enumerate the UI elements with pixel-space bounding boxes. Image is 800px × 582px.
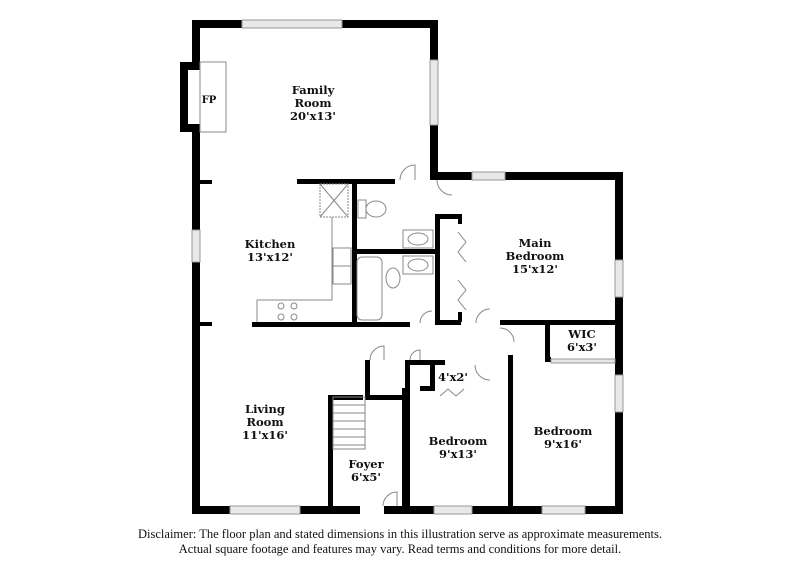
foyer-label: Foyer 6'x5' (348, 457, 384, 484)
kitchen-label: Kitchen 13'x12' (244, 237, 296, 264)
fireplace-label: FP (201, 95, 217, 106)
windows (191, 19, 624, 515)
closet-label: 4'x2' (438, 370, 468, 384)
wic-label: WIC 6'x3' (567, 327, 597, 354)
fireplace-hearth (199, 61, 227, 133)
family-room-label: Family Room 20'x13' (290, 83, 336, 123)
disclaimer-line-2: Actual square footage and features may v… (178, 542, 622, 556)
living-room-label: Living Room 11'x16' (242, 402, 288, 442)
interior-walls (200, 179, 620, 510)
main-bedroom-label: Main Bedroom 15'x12' (505, 236, 565, 276)
bedroom-3-label: Bedroom 9'x16' (533, 424, 593, 451)
bedroom-2-label: Bedroom 9'x13' (428, 434, 488, 461)
disclaimer-line-1: Disclaimer: The floor plan and stated di… (138, 527, 662, 541)
fixtures (199, 61, 515, 507)
